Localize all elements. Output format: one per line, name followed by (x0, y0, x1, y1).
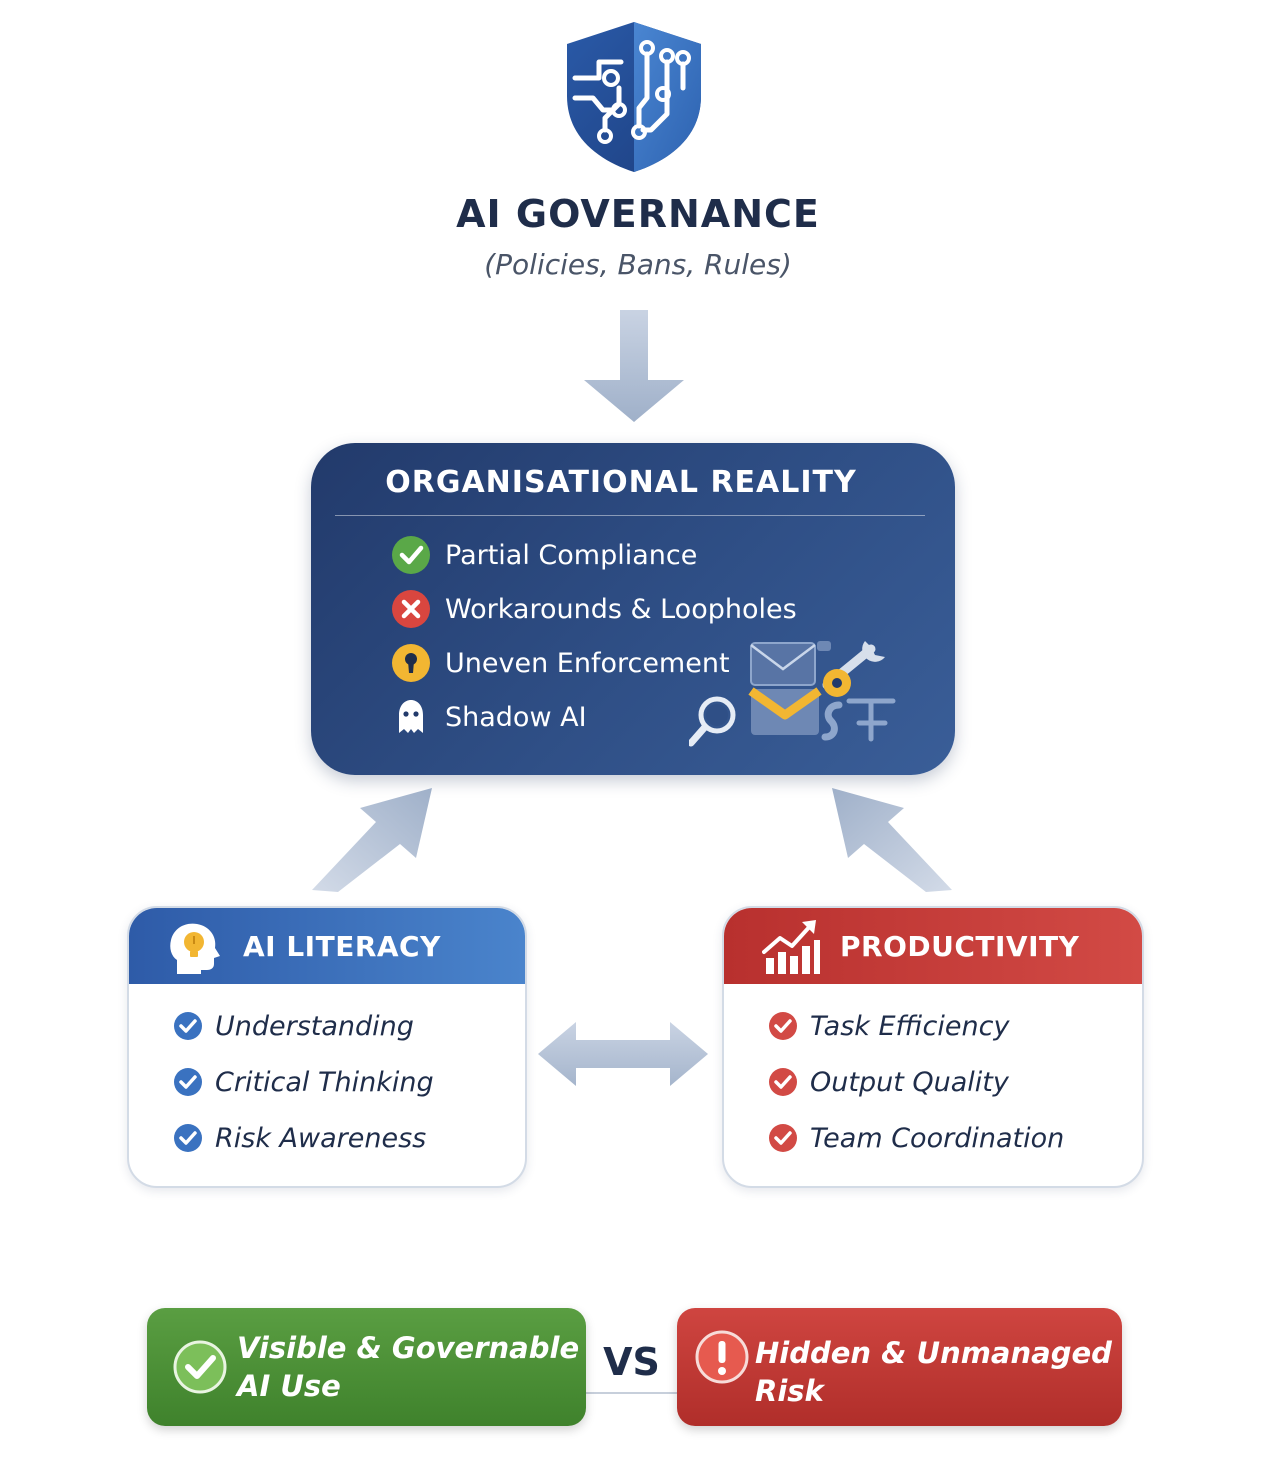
check-circle-icon (769, 1012, 797, 1040)
governance-subtitle: (Policies, Bans, Rules) (484, 248, 792, 281)
check-circle-icon (174, 1012, 202, 1040)
ai-literacy-item: Understanding (173, 1008, 414, 1044)
hidden-unmanaged-text: Hidden & Unmanaged Risk (755, 1336, 1112, 1408)
check-circle-icon (769, 1124, 797, 1152)
visible-governable-line2: AI Use (237, 1369, 341, 1403)
productivity-item-label: Task Efficiency (810, 1010, 1010, 1042)
ai-literacy-item-label: Understanding (215, 1010, 414, 1042)
productivity-item-label: Team Coordination (810, 1122, 1065, 1154)
ghost-icon (399, 700, 423, 733)
shield-circuit-icon (567, 22, 701, 172)
organisational-reality-box: ORGANISATIONAL REALITY Partial Complianc… (311, 443, 955, 775)
ai-literacy-title: AI LITERACY (243, 929, 441, 963)
productivity-item-label: Output Quality (810, 1066, 1009, 1098)
visible-governable-line1: Visible & Governable (237, 1331, 580, 1365)
ai-literacy-card: AI LITERACY Understanding Critical Think… (127, 906, 527, 1188)
down-arrow-icon (584, 310, 684, 422)
check-circle-icon (173, 1340, 227, 1394)
ai-literacy-header: AI LITERACY (129, 908, 525, 984)
tools-collage-icon (689, 641, 896, 747)
org-item-label: Uneven Enforcement (445, 647, 730, 679)
org-item-partial-compliance: Partial Compliance (391, 535, 697, 575)
org-item-label: Partial Compliance (445, 539, 698, 571)
ai-literacy-item: Risk Awareness (173, 1120, 426, 1156)
org-divider (335, 515, 925, 516)
vs-label: VS (603, 1340, 660, 1384)
productivity-item: Team Coordination (768, 1120, 1064, 1156)
productivity-header: PRODUCTIVITY (724, 908, 1142, 984)
productivity-title: PRODUCTIVITY (840, 929, 1080, 963)
org-reality-title: ORGANISATIONAL REALITY (385, 465, 857, 500)
org-item-label: Workarounds & Loopholes (445, 593, 797, 625)
visible-governable-pill: Visible & Governable AI Use (147, 1308, 586, 1426)
check-circle-icon (769, 1068, 797, 1096)
ai-literacy-item-label: Critical Thinking (215, 1066, 434, 1098)
org-item-workarounds: Workarounds & Loopholes (391, 589, 797, 629)
check-circle-icon (174, 1124, 202, 1152)
org-item-shadow-ai: Shadow AI (391, 697, 587, 737)
ai-literacy-item-label: Risk Awareness (215, 1122, 427, 1154)
hidden-unmanaged-pill: Hidden & Unmanaged Risk (677, 1308, 1122, 1426)
growth-chart-icon (762, 920, 820, 974)
vs-connector (586, 1392, 677, 1394)
up-right-arrow-icon (312, 788, 432, 892)
exclamation-circle-icon (695, 1330, 749, 1384)
keyhole-icon (392, 644, 430, 682)
check-circle-icon (392, 536, 430, 574)
productivity-item: Task Efficiency (768, 1008, 1009, 1044)
up-left-arrow-icon (832, 788, 952, 892)
governance-title: AI GOVERNANCE (456, 192, 820, 236)
head-lightbulb-icon (170, 923, 220, 974)
org-item-label: Shadow AI (445, 701, 587, 733)
check-circle-icon (174, 1068, 202, 1096)
org-item-uneven-enforcement: Uneven Enforcement (391, 643, 730, 683)
productivity-item: Output Quality (768, 1064, 1009, 1100)
ai-literacy-item: Critical Thinking (173, 1064, 434, 1100)
double-arrow-icon (538, 1022, 708, 1086)
visible-governable-text: Visible & Governable AI Use (237, 1329, 579, 1405)
productivity-card: PRODUCTIVITY Task Efficiency Output Qual… (722, 906, 1144, 1188)
x-circle-icon (392, 590, 430, 628)
